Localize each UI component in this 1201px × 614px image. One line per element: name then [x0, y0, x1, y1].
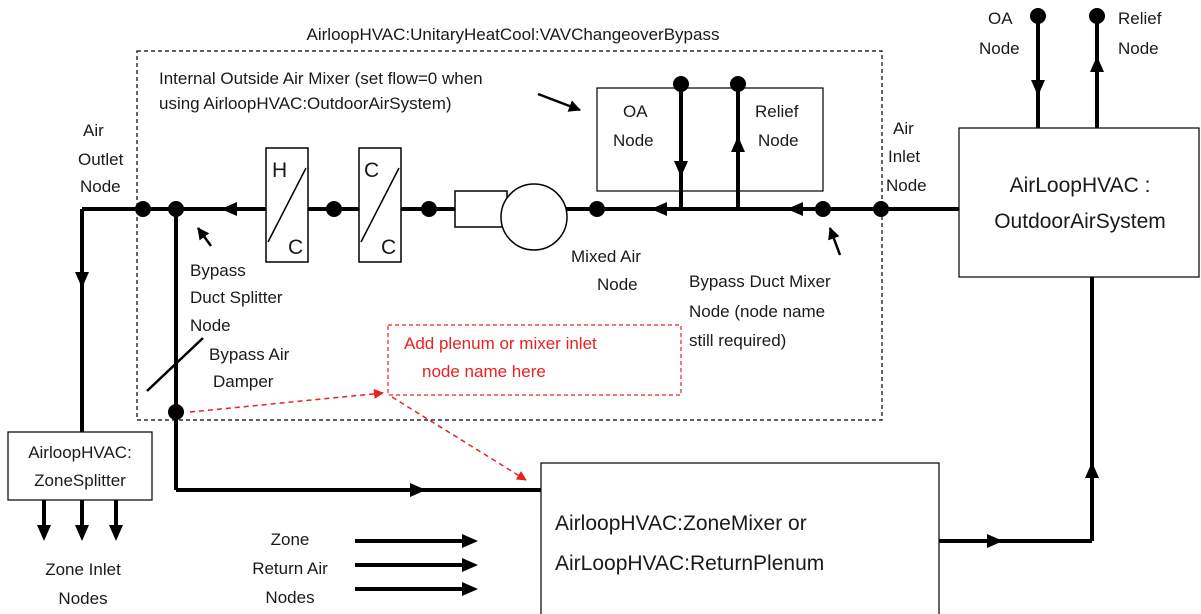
zone-splitter-label-1: AirloopHVAC:	[28, 443, 132, 462]
arrow-right	[462, 558, 478, 572]
outdoor-air-system-label-1: AirLoopHVAC :	[1010, 174, 1151, 197]
bypass-mixer-label-1: Bypass Duct Mixer	[689, 272, 831, 291]
oas-oa-node-label-2: Node	[979, 39, 1020, 58]
oa-mixer-note-pointer	[537, 92, 581, 112]
arrow-right	[410, 483, 426, 497]
bypass-mixer-node-dot	[815, 201, 831, 217]
plenum-note-link-a	[189, 388, 384, 413]
heating-coil: H C	[265, 147, 309, 263]
mixed-air-node-dot	[589, 201, 605, 217]
mixed-air-node-label-2: Node	[597, 275, 638, 294]
arrow-down	[109, 525, 123, 541]
flow-arrows	[37, 56, 1104, 596]
bypass-splitter-label-2: Duct Splitter	[190, 288, 283, 307]
arrow-right	[987, 534, 1003, 548]
zone-splitter-label-2: ZoneSplitter	[34, 471, 126, 490]
air-outlet-node-label-2: Outlet	[78, 150, 124, 169]
internal-oa-mixer-box	[596, 87, 824, 192]
air-outlet-node-dot	[135, 201, 151, 217]
air-inlet-node-dot	[873, 201, 889, 217]
unit-title: AirloopHVAC:UnitaryHeatCool:VAVChangeove…	[307, 25, 720, 44]
zone-mixer-box	[540, 462, 940, 614]
arrow-down	[75, 525, 89, 541]
mixer-oa-node-dot	[673, 76, 689, 92]
oas-oa-node-label-1: OA	[988, 9, 1013, 28]
arrow-left	[651, 202, 667, 216]
arrow-left	[787, 202, 803, 216]
cooling-coil: C C	[358, 147, 402, 263]
cooling-coil-bottom-label: C	[381, 236, 396, 259]
air-inlet-node-label-1: Air	[893, 119, 914, 138]
node-dot	[326, 201, 342, 217]
bypass-splitter-label-3: Node	[190, 316, 231, 335]
unit-boundary	[136, 50, 883, 421]
zone-inlet-nodes-label-1: Zone Inlet	[45, 560, 121, 579]
bypass-splitter-pointer	[196, 227, 213, 247]
bypass-damper-outlet-dot	[168, 404, 184, 420]
arrow-down	[37, 525, 51, 541]
oas-relief-node-dot	[1089, 8, 1105, 24]
air-outlet-node-label-1: Air	[83, 121, 104, 140]
mixed-air-node-label-1: Mixed Air	[571, 247, 641, 266]
oas-oa-node-dot	[1030, 8, 1046, 24]
oas-relief-node-label-1: Relief	[1118, 9, 1162, 28]
oa-mixer-note-line-1: Internal Outside Air Mixer (set flow=0 w…	[159, 69, 483, 88]
bypass-splitter-label-1: Bypass	[190, 261, 246, 280]
bypass-splitter-node-dot	[168, 201, 184, 217]
arrow-up	[731, 136, 745, 152]
mixer-oa-node-label-1: OA	[623, 102, 648, 121]
plenum-note-line-1: Add plenum or mixer inlet	[404, 334, 597, 353]
zone-splitter-box	[7, 431, 153, 501]
zone-return-nodes-label-3: Nodes	[265, 588, 314, 607]
oas-relief-node-label-2: Node	[1118, 39, 1159, 58]
bypass-damper-label-1: Bypass Air	[209, 345, 290, 364]
outdoor-air-system-label-2: OutdoorAirSystem	[994, 210, 1166, 233]
arrow-right	[462, 582, 478, 596]
zone-return-nodes-label-1: Zone	[271, 530, 310, 549]
mixer-relief-node-label-2: Node	[758, 131, 799, 150]
arrow-left	[221, 202, 237, 216]
bypass-mixer-label-3: still required)	[689, 331, 786, 350]
bypass-damper-label-2: Damper	[213, 372, 274, 391]
heating-coil-bottom-label: C	[288, 236, 303, 259]
air-inlet-node-label-2: Inlet	[888, 147, 920, 166]
zone-return-nodes-label-2: Return Air	[252, 559, 328, 578]
air-inlet-node-label-3: Node	[886, 176, 927, 195]
node-dot	[421, 201, 437, 217]
plenum-note-link-b	[391, 396, 527, 481]
arrow-down	[1031, 80, 1045, 96]
outdoor-air-system-box	[958, 127, 1200, 278]
arrow-down	[674, 161, 688, 177]
oa-mixer-note-line-2: using AirloopHVAC:OutdoorAirSystem)	[159, 94, 452, 113]
supply-fan	[454, 183, 568, 251]
plenum-note-line-2: node name here	[422, 362, 546, 381]
mixer-oa-node-label-2: Node	[613, 131, 654, 150]
zone-mixer-label-1: AirloopHVAC:ZoneMixer or	[555, 512, 807, 535]
heating-coil-top-label: H	[272, 159, 287, 182]
mixer-relief-node-label-1: Relief	[755, 102, 799, 121]
arrow-up	[1090, 56, 1104, 72]
arrow-right	[462, 534, 478, 548]
air-outlet-node-label-3: Node	[80, 177, 121, 196]
zone-inlet-nodes-label-2: Nodes	[58, 589, 107, 608]
arrow-up	[1085, 462, 1099, 478]
bypass-mixer-pointer	[828, 227, 842, 256]
zone-mixer-label-2: AirLoopHVAC:ReturnPlenum	[555, 552, 824, 575]
bypass-mixer-label-2: Node (node name	[689, 302, 825, 321]
bypass-damper-blade	[146, 337, 204, 392]
mixer-relief-node-dot	[730, 76, 746, 92]
arrow-down	[75, 272, 89, 288]
cooling-coil-top-label: C	[364, 159, 379, 182]
